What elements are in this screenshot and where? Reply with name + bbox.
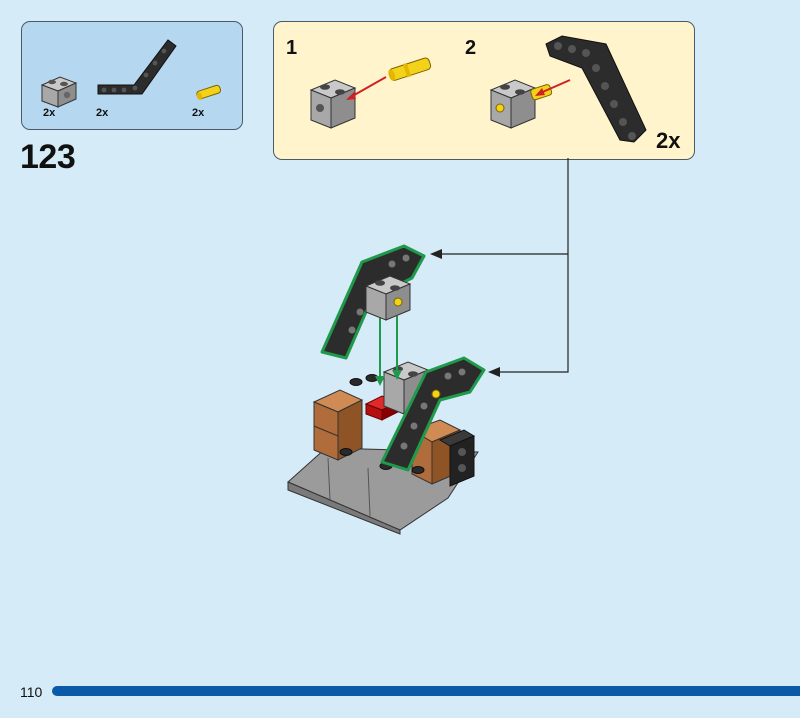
black-angled-beam-icon — [97, 39, 177, 95]
substep2-gray-brick-icon — [489, 79, 537, 129]
green-arrow-left — [375, 376, 385, 386]
substep-number-1: 1 — [286, 37, 298, 59]
substep1-yellow-pin-icon — [388, 57, 432, 81]
lower-subassembly-highlighted — [380, 356, 486, 472]
part-quantity-3: 2x — [192, 107, 205, 119]
step-number: 123 — [20, 138, 76, 176]
part-quantity-1: 2x — [43, 107, 56, 119]
page-number: 110 — [20, 684, 43, 700]
black-technic-block — [438, 429, 476, 487]
arrow-head-upper — [430, 249, 442, 259]
gray-technic-brick-icon — [40, 76, 78, 108]
green-guide-lines — [379, 316, 398, 378]
subassembly-panel: 1 2 2x — [273, 21, 695, 160]
green-arrow-right — [392, 370, 402, 380]
progress-bar — [52, 686, 800, 696]
yellow-pin-icon — [196, 84, 222, 101]
substep2-black-beam-icon — [545, 35, 647, 143]
placement-arrows — [436, 158, 569, 373]
upper-subassembly-highlighted — [320, 244, 426, 360]
parts-list-panel: 2x 2x 2x — [21, 21, 243, 130]
substep-number-2: 2 — [465, 37, 477, 59]
arrow-head-lower — [488, 367, 500, 377]
part-quantity-2: 2x — [96, 107, 109, 119]
parts-illustration — [40, 39, 222, 108]
subassembly-illustration — [309, 35, 647, 143]
brown-brick-stack-left — [312, 389, 364, 461]
substep-multiplier: 2x — [656, 128, 681, 153]
